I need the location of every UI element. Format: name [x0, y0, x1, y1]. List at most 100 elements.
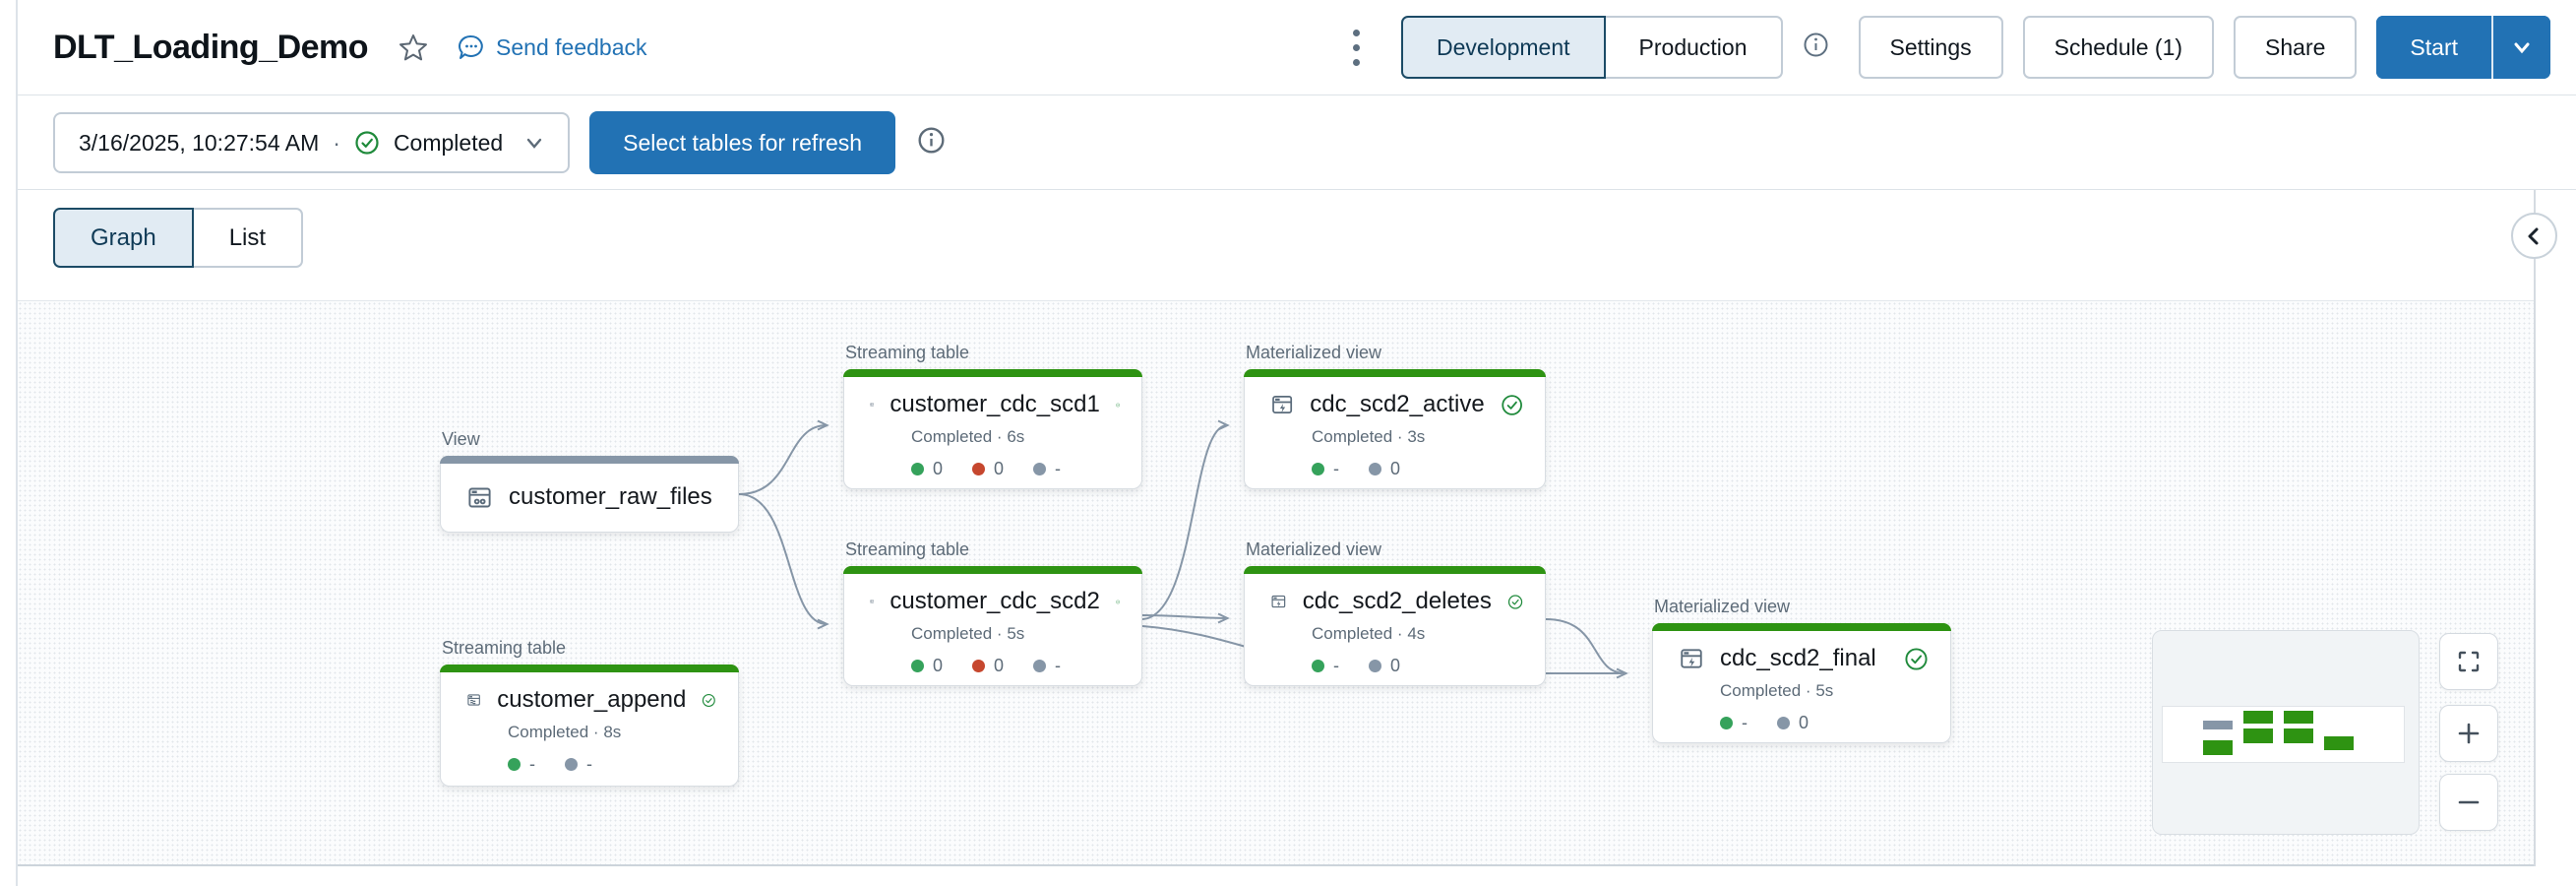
node-title: customer_raw_files — [509, 483, 712, 510]
node-status-bar — [1244, 369, 1546, 377]
node-status-text: Completed · 5s — [1720, 681, 1834, 700]
metric-dot-red — [972, 463, 986, 475]
left-edge-divider — [16, 0, 18, 886]
node-customer-raw-files[interactable]: customer_raw_files — [440, 456, 739, 533]
node-title: cdc_scd2_active — [1310, 391, 1485, 417]
node-metrics: - 0 — [1312, 459, 1523, 479]
materialized-view-icon — [1681, 649, 1702, 668]
metric-dot-gray — [1033, 463, 1047, 475]
node-type-label: Materialized view — [1654, 597, 1791, 616]
chevron-down-icon — [2514, 42, 2530, 54]
minimap-node-rect — [2243, 711, 2273, 724]
run-status-text: Completed — [393, 129, 504, 156]
metric-dot-green — [508, 758, 521, 771]
main-content: Graph List — [18, 190, 2576, 886]
metric-dot-green — [1720, 717, 1733, 729]
node-status-bar — [440, 664, 739, 672]
node-title: customer_append — [497, 686, 687, 713]
run-status-bar: 3/16/2025, 10:27:54 AM · Completed Selec… — [18, 96, 2576, 190]
node-status-text: Completed · 5s — [911, 624, 1025, 643]
node-cdc-scd2-deletes[interactable]: cdc_scd2_deletes Completed · 4s - 0 — [1244, 566, 1546, 686]
streaming-table-icon — [870, 600, 874, 603]
collapse-panel-button[interactable] — [2511, 213, 2557, 259]
metric-dot-green — [1312, 463, 1324, 475]
tab-graph[interactable]: Graph — [53, 208, 194, 268]
minimap-node-rect — [2243, 728, 2273, 743]
minimap-node-rect — [2203, 721, 2233, 729]
metric-dot-red — [972, 660, 986, 672]
node-metrics: 0 0 - — [911, 459, 1120, 479]
view-icon — [468, 487, 491, 507]
metric-dot-gray — [565, 758, 578, 771]
edge-scd2-to-deletes — [1141, 612, 1230, 624]
tab-list[interactable]: List — [191, 208, 304, 268]
chevron-left-icon — [2528, 227, 2538, 244]
completed-check-icon — [1507, 594, 1523, 609]
select-tables-for-refresh-button[interactable]: Select tables for refresh — [589, 111, 896, 174]
settings-button[interactable]: Settings — [1858, 16, 2003, 79]
streaming-table-icon — [467, 694, 480, 706]
node-status-text: Completed · 3s — [1312, 427, 1426, 446]
completed-check-icon — [355, 131, 379, 155]
info-icon — [918, 127, 945, 154]
minus-icon — [2458, 800, 2480, 804]
page-title: DLT_Loading_Demo — [53, 28, 369, 66]
minimap-viewport[interactable] — [2162, 706, 2405, 763]
minimap-node-rect — [2324, 736, 2354, 750]
node-status-bar — [843, 369, 1142, 377]
node-title: cdc_scd2_deletes — [1302, 588, 1492, 614]
minimap-node-rect — [2284, 728, 2313, 743]
node-status-text: Completed · 8s — [508, 723, 622, 741]
node-cdc-scd2-final[interactable]: cdc_scd2_final Completed · 5s - 0 — [1652, 623, 1951, 743]
zoom-in-button[interactable] — [2439, 705, 2498, 762]
metric-dot-gray — [1033, 660, 1047, 672]
materialized-view-icon — [1272, 396, 1293, 413]
zoom-out-button[interactable] — [2439, 774, 2498, 831]
node-status-text: Completed · 6s — [911, 427, 1025, 446]
node-customer-cdc-scd2[interactable]: customer_cdc_scd2 Completed · 5s 0 0 - — [843, 566, 1142, 686]
minimap[interactable] — [2152, 630, 2420, 835]
node-type-label: Streaming table — [442, 638, 567, 658]
metric-dot-green — [911, 660, 924, 672]
development-toggle-button[interactable]: Development — [1401, 16, 1606, 79]
start-options-button[interactable] — [2493, 16, 2550, 79]
run-selector[interactable]: 3/16/2025, 10:27:54 AM · Completed — [53, 112, 571, 173]
header-bar: DLT_Loading_Demo Send feedback Developme… — [18, 0, 2576, 95]
share-button[interactable]: Share — [2234, 16, 2358, 79]
environment-info-button[interactable] — [1803, 32, 1829, 63]
node-metrics: - 0 — [1720, 713, 1929, 733]
production-toggle-button[interactable]: Production — [1603, 16, 1783, 79]
minimap-node-rect — [2203, 740, 2233, 755]
run-separator: · — [333, 129, 340, 156]
node-cdc-scd2-active[interactable]: cdc_scd2_active Completed · 3s - 0 — [1244, 369, 1546, 489]
start-split-button: Start — [2376, 16, 2550, 79]
fit-to-screen-button[interactable] — [2439, 633, 2498, 690]
metric-dot-gray — [1369, 660, 1381, 672]
node-metrics: - - — [508, 754, 716, 775]
kebab-icon — [1353, 29, 1361, 36]
node-status-bar — [440, 456, 739, 464]
start-button[interactable]: Start — [2376, 16, 2491, 79]
node-type-label: Materialized view — [1246, 539, 1382, 559]
feedback-bubble-icon — [459, 34, 483, 59]
completed-check-icon — [1116, 600, 1120, 603]
node-type-label: Materialized view — [1246, 343, 1382, 362]
node-customer-cdc-scd1[interactable]: customer_cdc_scd1 Completed · 6s 0 0 - — [843, 369, 1142, 489]
refresh-info-button[interactable] — [917, 126, 946, 159]
kebab-menu-button[interactable] — [1337, 20, 1376, 76]
schedule-button[interactable]: Schedule (1) — [2022, 16, 2215, 79]
edge-deletes-to-final — [1545, 618, 1628, 679]
completed-check-icon — [1502, 394, 1522, 415]
node-customer-append[interactable]: customer_append Completed · 8s - - — [440, 664, 739, 787]
node-status-bar — [843, 566, 1142, 574]
node-title: customer_cdc_scd2 — [889, 588, 1100, 614]
node-metrics: 0 0 - — [911, 656, 1120, 676]
star-icon — [399, 34, 428, 61]
pipeline-graph-canvas[interactable]: View Streaming table Streaming table Mat… — [18, 300, 2534, 866]
favorite-star-button[interactable] — [398, 32, 429, 63]
streaming-table-icon — [870, 403, 874, 407]
send-feedback-link[interactable]: Send feedback — [457, 32, 647, 62]
right-panel-divider — [2534, 190, 2536, 866]
materialized-view-icon — [1271, 595, 1286, 608]
